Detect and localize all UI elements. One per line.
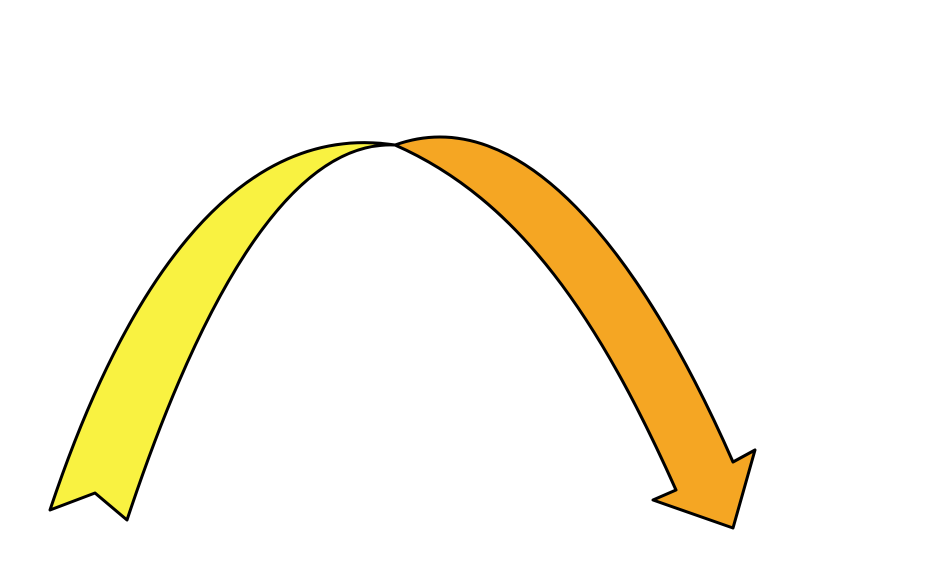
curved-arrow <box>48 135 757 530</box>
arrow-head-segment <box>393 135 757 530</box>
